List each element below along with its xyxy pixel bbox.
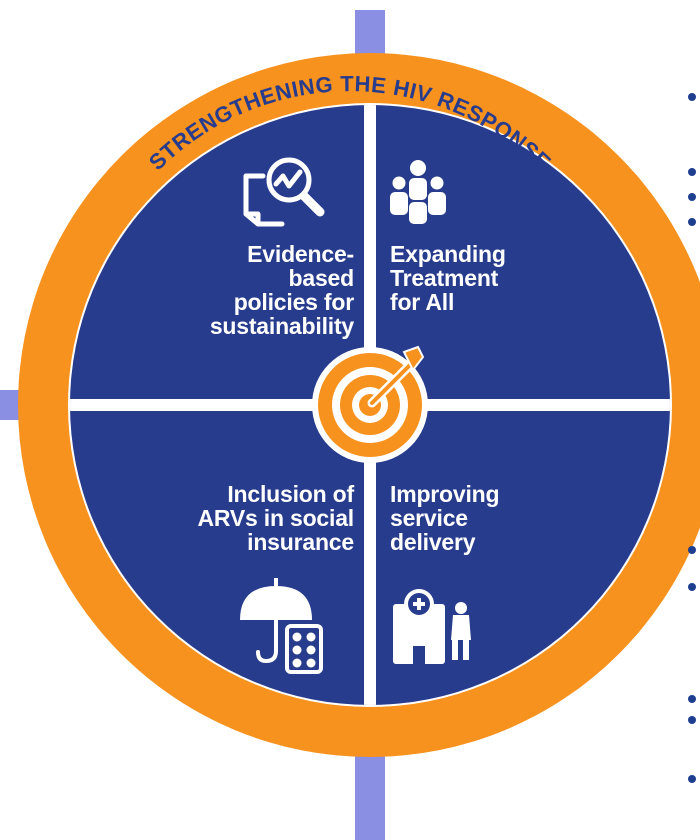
quadrant-label-line: ARVs in social [197, 505, 354, 531]
list-bullet [688, 583, 696, 591]
quadrant-label-line: Inclusion of [227, 481, 354, 507]
list-bullet [688, 93, 696, 101]
quadrant-label-expanding-treatment: Expanding Treatment for All [390, 242, 590, 314]
list-bullet [688, 695, 696, 703]
quadrant-label-line: insurance [247, 529, 354, 555]
quadrant-label-line: Improving [390, 481, 500, 507]
quadrant-label-line: delivery [390, 529, 476, 555]
quadrant-label-line: based [288, 265, 355, 291]
list-bullet [688, 218, 696, 226]
quadrant-label-evidence-based-policies: Evidence- based policies for sustainabil… [150, 242, 354, 338]
quadrant-label-line: for All [390, 289, 455, 315]
quadrant-bottom-left [70, 405, 370, 705]
quadrant-label-improving-service-delivery: Improving service delivery [390, 482, 590, 554]
quadrant-label-inclusion-of-arvs: Inclusion of ARVs in social insurance [150, 482, 354, 554]
hospital-doctor-icon [393, 589, 471, 664]
people-group-icon [390, 160, 446, 224]
quadrant-label-line: Expanding [390, 241, 506, 267]
list-bullet [688, 716, 696, 724]
magnifier-chart-icon [243, 157, 325, 227]
list-bullet [688, 168, 696, 176]
quadrant-label-line: sustainability [209, 313, 354, 339]
quadrant-label-line: policies for [233, 289, 354, 315]
umbrella-pills-icon [240, 578, 323, 674]
list-bullet [688, 546, 696, 554]
quadrant-label-line: service [390, 505, 468, 531]
list-bullet [688, 193, 696, 201]
quadrant-label-line: Treatment [390, 265, 499, 291]
target-arrow-icon [312, 345, 428, 463]
quadrant-label-line: Evidence- [247, 241, 354, 267]
list-bullet [688, 775, 696, 783]
